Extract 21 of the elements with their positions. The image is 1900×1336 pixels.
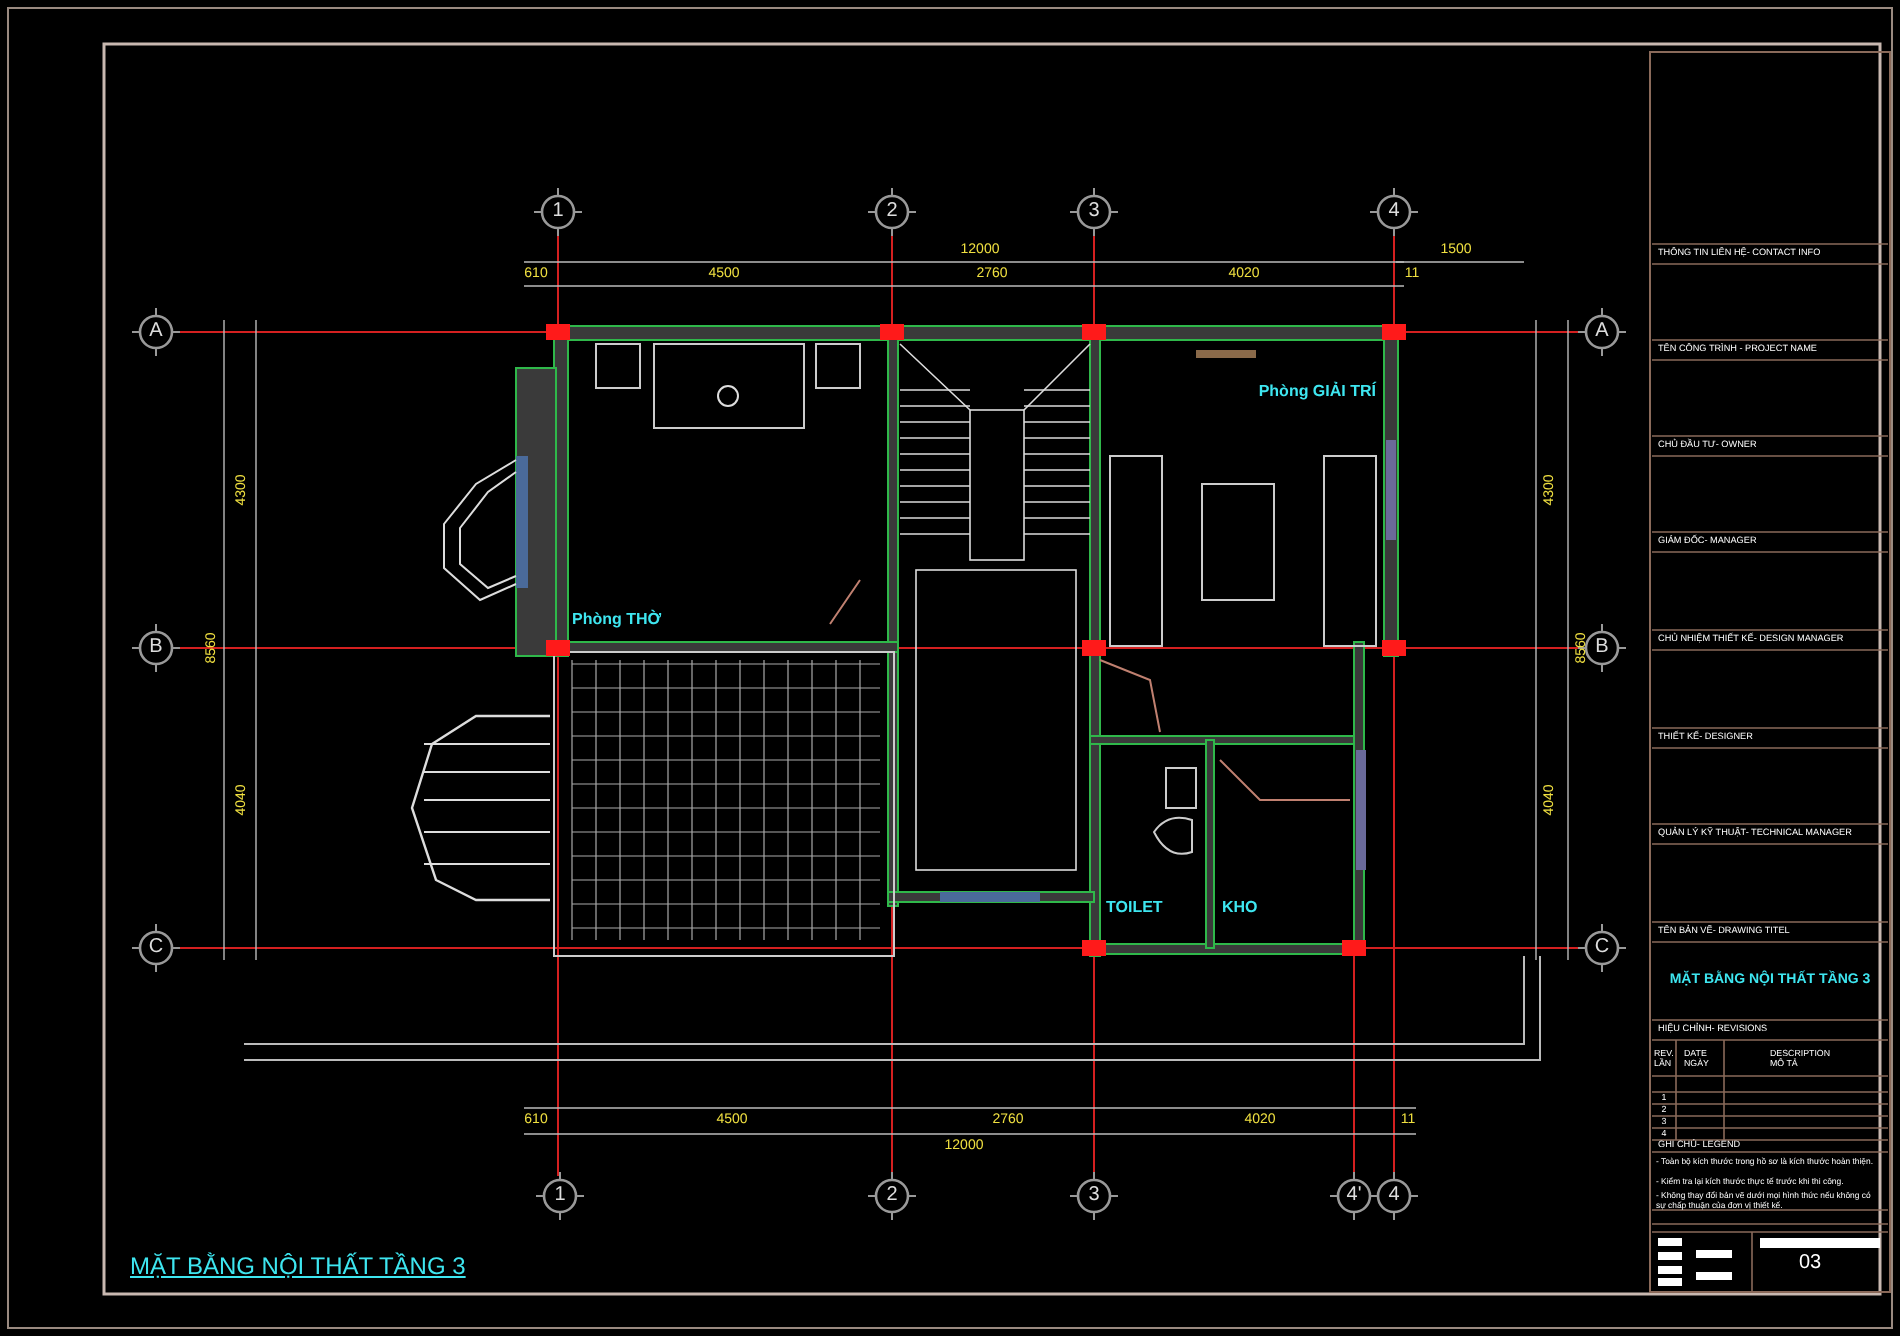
grid-axis-label: A (149, 322, 163, 342)
room-name: Phòng GIẢI TRÍ (1258, 384, 1376, 400)
grid-axis-label: B (1595, 638, 1609, 658)
grid-axis-label: C (148, 938, 164, 958)
drawing-title: MẶT BẰNG NỘI THẤT TẦNG 3 (130, 1254, 466, 1278)
grid-axis-label: 1 (554, 1186, 566, 1206)
sheet-number: 03 (1798, 1254, 1822, 1274)
grid-axis-label: A (1595, 322, 1609, 342)
room-name: KHO (1222, 900, 1258, 916)
grid-axis-label: 4 (1388, 202, 1400, 222)
grid-axis-label: 2 (886, 202, 898, 222)
grid-axis-label: 4 (1388, 1186, 1400, 1206)
grid-axis-label: 3 (1088, 202, 1100, 222)
grid-axis-label: B (149, 638, 163, 658)
grid-axis-label: 4' (1346, 1186, 1362, 1206)
grid-axis-label: 1 (552, 202, 564, 222)
grid-axis-label: 3 (1088, 1186, 1100, 1206)
grid-axis-label: C (1594, 938, 1610, 958)
grid-axis-label: 2 (886, 1186, 898, 1206)
room-name: Phòng THỜ (572, 612, 662, 628)
room-name: TOILET (1106, 900, 1163, 916)
